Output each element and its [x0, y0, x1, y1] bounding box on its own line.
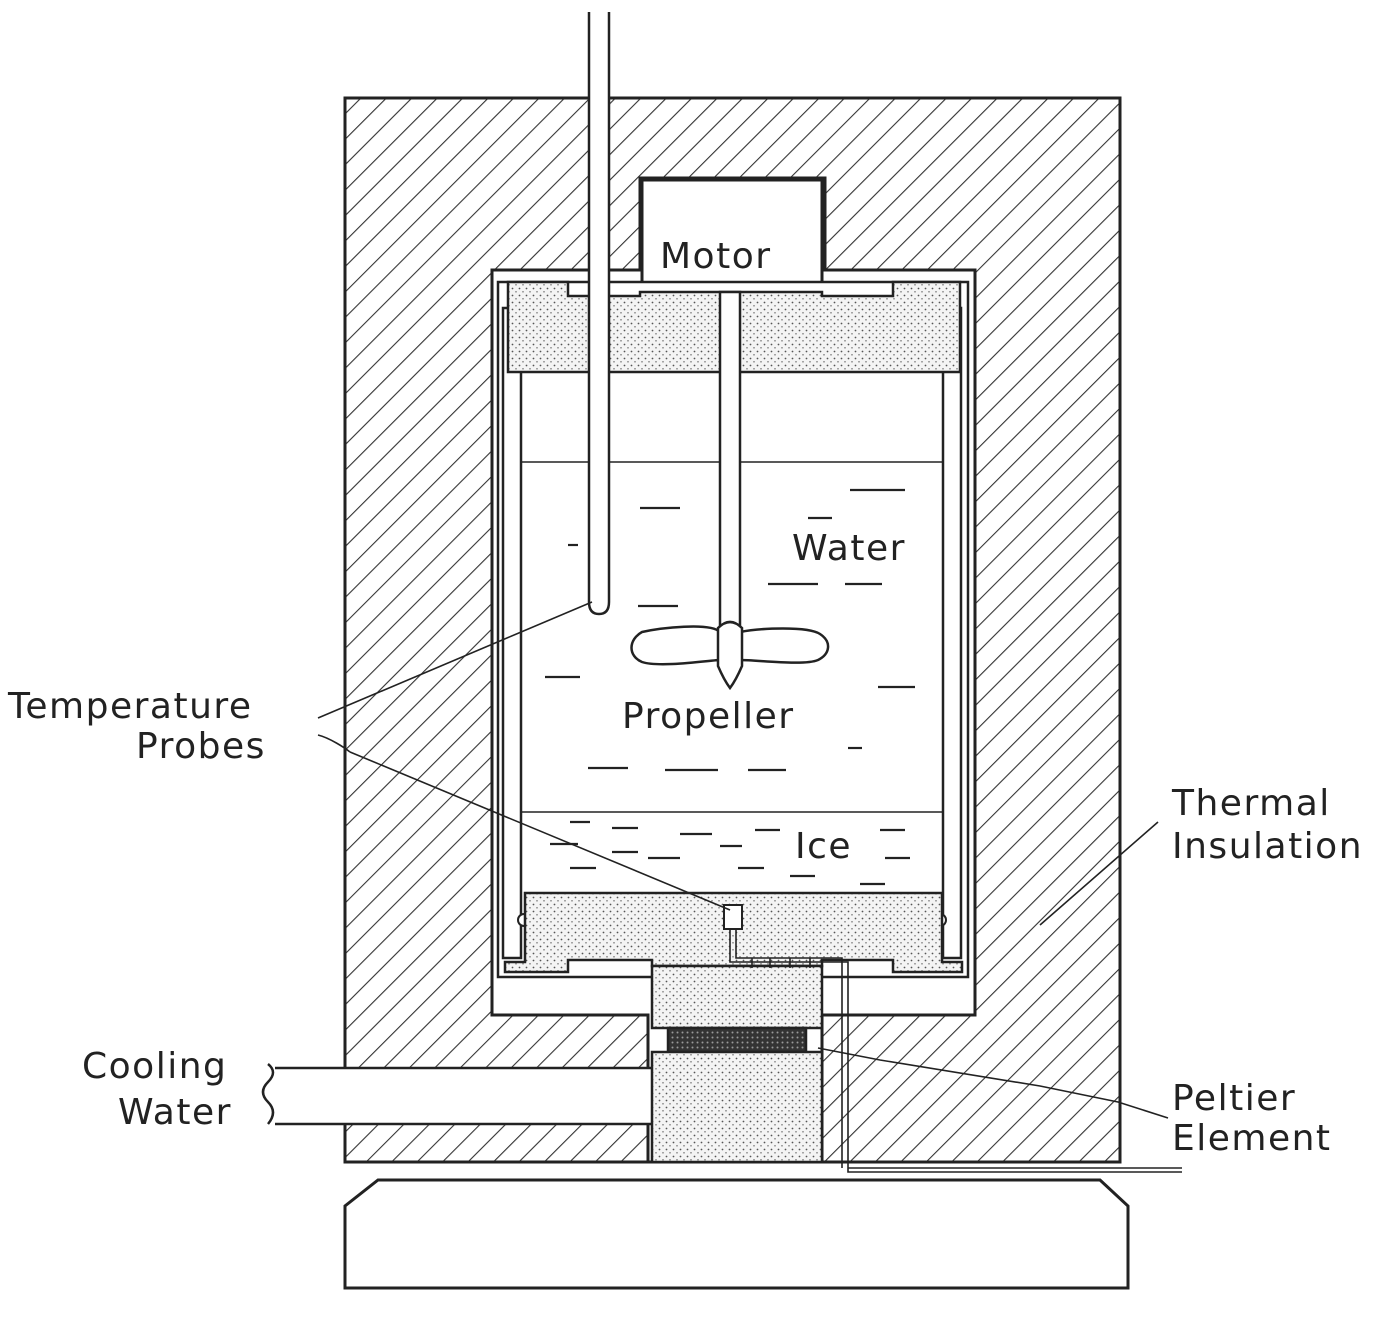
label-ice: Ice [795, 826, 852, 867]
label-peltier-element-line1: Peltier [1172, 1078, 1296, 1119]
label-thermal-insulation-line1: Thermal [1171, 783, 1331, 824]
label-peltier-element-line2: Element [1172, 1118, 1332, 1159]
label-propeller: Propeller [622, 696, 795, 737]
label-motor: Motor [660, 236, 772, 277]
cooling-water-pipe [261, 1063, 653, 1126]
label-cooling-water-line1: Cooling [82, 1046, 227, 1087]
bottom-probe [723, 904, 1182, 1173]
label-temperature-probes-line1: Temperature [7, 686, 253, 727]
label-thermal-insulation-line2: Insulation [1172, 826, 1363, 867]
water-dashes [545, 488, 915, 772]
propeller [630, 290, 830, 691]
label-cooling-water-line2: Water [118, 1092, 232, 1133]
label-temperature-probes-line2: Probes [136, 726, 266, 767]
peltier-stack [650, 964, 824, 1164]
motor [640, 178, 824, 294]
temperature-probe [587, 12, 611, 616]
leader-lines [317, 601, 1169, 1119]
label-water: Water [792, 528, 906, 569]
base-plate [343, 1178, 1130, 1290]
thermal-insulation-block [343, 96, 1122, 1164]
ice-dashes [550, 820, 910, 886]
